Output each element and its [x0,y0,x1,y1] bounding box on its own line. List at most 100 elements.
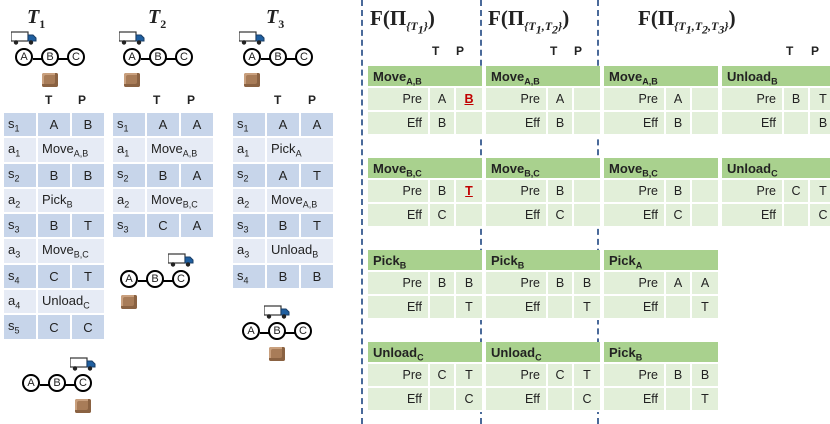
row-label: Eff [722,112,784,134]
truck-value: B [430,272,456,294]
truck-value: B [784,88,810,110]
location-node: A [22,374,40,392]
row-label: Pre [368,180,430,202]
truck-location: A [267,163,301,189]
action-name: UnloadB [267,239,335,265]
package-value [692,88,718,110]
row-label: s4 [4,264,38,291]
model-heading-1: F(Π{T1}) [370,6,435,37]
t1-header-t: T [45,93,53,107]
m2-header-t: T [550,44,558,58]
location-node: A [243,48,261,66]
row-label: s1 [4,113,38,139]
row-label: Eff [368,112,430,134]
truck-location: C [38,315,72,341]
truck-icon [239,31,265,45]
package-location: B [72,113,106,139]
action-block-header: MoveB,C [604,158,718,180]
t3-header-t: T [274,93,282,107]
row-label: s3 [4,214,38,240]
action-name: UnloadC [38,290,106,316]
truck-value: B [548,112,574,134]
package-icon [42,73,58,87]
package-value: T [583,300,591,314]
location-node: C [294,322,312,340]
truck-value: C [666,204,692,226]
truck-icon [168,253,194,267]
action-block-header: UnloadC [368,342,482,364]
package-value: T [701,300,709,314]
truck-icon [70,357,96,371]
package-icon [269,347,285,361]
action-block-header: PickB [604,342,718,364]
location-node: B [48,374,66,392]
package-value: B [464,276,474,290]
row-label: s3 [113,214,147,240]
action-block-header: UnloadB [722,66,830,88]
row-label: Eff [722,204,784,226]
truck-icon [119,31,145,45]
location-node: A [242,322,260,340]
truck-icon [11,31,37,45]
row-label: s3 [233,214,267,240]
row-label: a1 [113,138,147,164]
truck-value: B [548,272,574,294]
action-block-header: PickB [368,250,482,272]
trace-title-t1: T1 [27,6,46,31]
package-value: T [583,368,591,382]
row-label: Pre [722,180,784,202]
t2-header-t: T [153,93,161,107]
row-label: a2 [113,188,147,215]
row-label: s2 [4,163,38,189]
action-block-header: MoveA,B [604,66,718,88]
truck-value [784,112,810,134]
m3-header-p: P [811,44,820,58]
truck-value [666,388,692,410]
truck-value: B [430,180,456,202]
row-label: Eff [486,204,548,226]
truck-value: C [784,180,810,202]
package-location: A [301,113,335,139]
action-name: PickA [267,138,335,164]
package-icon [244,73,260,87]
row-label: s2 [233,163,267,189]
truck-value: C [548,204,574,226]
action-block-header: MoveB,C [368,158,482,180]
model-heading-2: F(Π{T1,T2}) [488,6,570,37]
row-label: Eff [368,204,430,226]
row-label: Pre [604,272,666,294]
action-block-header: MoveB,C [486,158,600,180]
location-node: C [172,270,190,288]
package-value [456,112,482,134]
package-value [574,88,600,110]
location-node: C [295,48,313,66]
package-icon [124,73,140,87]
row-label: a3 [233,239,267,265]
package-location: T [301,214,335,240]
package-value: B [582,276,592,290]
t3-header-p: P [308,93,317,107]
location-node: B [41,48,59,66]
